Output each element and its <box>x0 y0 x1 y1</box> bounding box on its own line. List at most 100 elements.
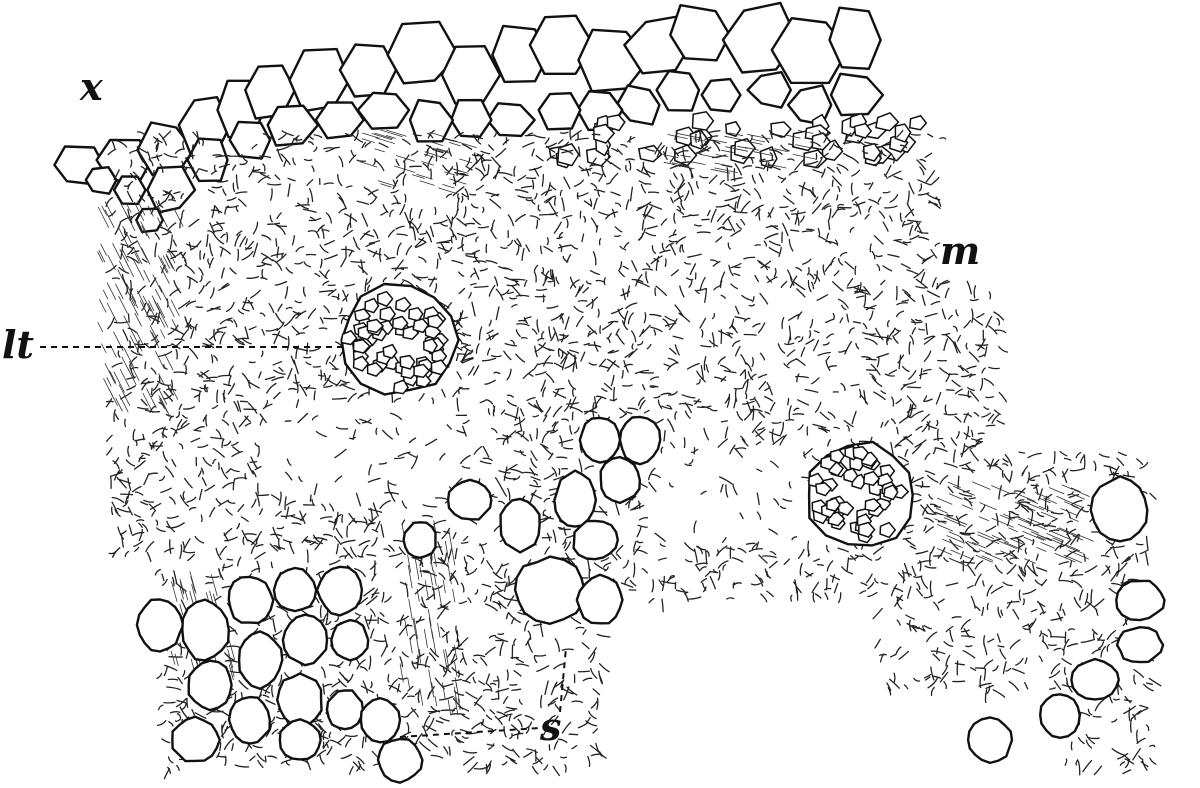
epidermis-cell <box>228 120 272 160</box>
cluster-lt-cell <box>413 363 431 379</box>
rounded-cell <box>276 672 323 728</box>
cluster-lt-cell <box>412 318 430 334</box>
epidermis-cell <box>449 98 493 139</box>
cluster-right-cell <box>858 521 876 538</box>
cluster-lt-cell <box>364 297 380 314</box>
epidermis-small-cell <box>894 123 912 143</box>
epidermis-small-cell <box>637 144 663 163</box>
rounded-cell <box>227 575 275 625</box>
hatching-strokes <box>934 481 1094 567</box>
rounded-cell <box>575 573 624 625</box>
rounded-cells-s <box>135 415 1166 784</box>
epidermis-cell <box>828 6 882 70</box>
rounded-cell <box>237 630 284 690</box>
rounded-cell <box>227 695 271 745</box>
epidermis-small-cell <box>908 114 928 131</box>
cluster-right-cell <box>852 446 870 461</box>
cluster-right-cell <box>879 521 897 539</box>
rounded-cell <box>1089 475 1149 543</box>
cluster-lt-cell <box>352 355 370 372</box>
rounded-cell <box>315 565 364 617</box>
cluster-lt-cell <box>366 318 385 334</box>
cluster-right-cell <box>815 482 833 497</box>
hatching-strokes <box>97 200 184 417</box>
epidermis-cell <box>655 69 701 112</box>
epidermis-cell <box>84 166 118 195</box>
cluster-right-cell <box>864 497 882 513</box>
cluster-lt-cell <box>352 338 371 354</box>
label-m: m <box>940 228 981 273</box>
cluster-right-cell <box>862 470 881 487</box>
cluster-lt-cell <box>340 329 358 346</box>
cluster-lt-cell <box>366 361 384 377</box>
epidermis-cell <box>746 71 792 109</box>
label-s: s <box>540 704 562 749</box>
rounded-cell <box>572 519 619 561</box>
label-lt: lt <box>2 322 34 367</box>
epidermis-cell <box>537 92 582 131</box>
rounded-cell <box>618 415 662 466</box>
cluster-lt-cell <box>392 379 410 395</box>
rounded-cell <box>599 455 641 505</box>
epidermis-cell-layer <box>53 1 928 234</box>
cluster-lt-cell <box>415 374 432 388</box>
epidermis-cell <box>528 14 595 75</box>
rounded-cell <box>272 566 318 613</box>
hatching-strokes <box>662 130 815 174</box>
cluster-lt-cell <box>399 354 416 370</box>
rounded-cell <box>376 737 424 784</box>
epidermis-cell <box>112 175 147 206</box>
rounded-cell <box>553 469 598 528</box>
cluster-right-cell <box>826 497 841 512</box>
epidermis-cell <box>386 20 460 85</box>
epidermis-small-cell <box>691 110 715 131</box>
rounded-cell <box>1115 579 1166 622</box>
rounded-cell <box>513 555 586 625</box>
epidermis-small-cell <box>853 122 873 139</box>
hatching-strokes <box>399 520 461 716</box>
rounded-cell <box>181 598 230 662</box>
cluster-lt-cell <box>427 314 445 330</box>
epidermis-small-cell <box>875 112 900 132</box>
cluster-lt-cell <box>382 343 398 359</box>
hatching-strokes <box>360 129 477 195</box>
cluster-right-cell <box>842 467 859 483</box>
cluster-lt-cell <box>376 290 394 308</box>
rounded-cell <box>330 618 370 662</box>
rounded-cell <box>1039 693 1081 739</box>
rounded-cell <box>281 613 329 667</box>
leader-line-s <box>399 647 567 738</box>
rounded-cell <box>1115 626 1165 664</box>
cluster-right-cell <box>883 484 899 501</box>
epidermis-cell <box>266 104 320 147</box>
epidermis-cell <box>770 17 850 85</box>
rounded-cell <box>278 718 322 761</box>
epidermis-small-cell <box>770 121 792 138</box>
fibrous-hatching <box>97 129 1094 716</box>
label-x: x <box>80 64 103 109</box>
rounded-cell <box>325 689 365 731</box>
cluster-lt-cell <box>395 296 412 313</box>
cluster-lt-cell <box>430 359 448 376</box>
epidermis-cell <box>314 101 365 140</box>
vascular-cluster-right <box>807 440 914 547</box>
cluster-right-cell <box>829 448 846 465</box>
rounded-cell <box>578 416 622 464</box>
vascular-cluster-lt <box>340 282 460 396</box>
cluster-lt-cell <box>423 338 438 354</box>
epidermis-cell <box>700 77 742 113</box>
epidermis-cell <box>669 4 731 62</box>
rounded-cell <box>359 696 402 744</box>
epidermis-small-cell <box>606 114 626 132</box>
rounded-cell <box>402 521 437 559</box>
cluster-lt-cell <box>379 306 397 323</box>
rounded-cell <box>1070 657 1120 701</box>
epidermis-cell <box>615 84 661 126</box>
epidermis-cell <box>408 98 455 143</box>
rounded-cell <box>135 598 185 653</box>
rounded-cell <box>187 659 233 712</box>
epidermis-cell <box>829 72 885 117</box>
epidermis-cell <box>356 91 411 130</box>
epidermis-cell <box>146 165 197 214</box>
